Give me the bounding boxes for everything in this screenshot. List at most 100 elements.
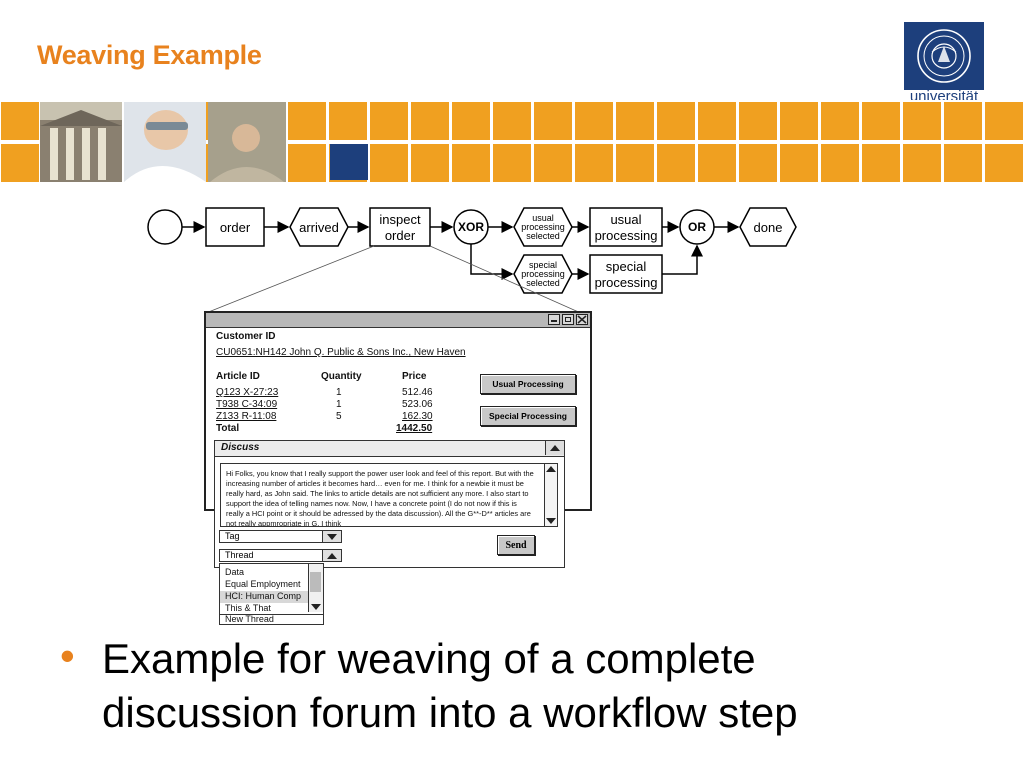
banner-tile (739, 144, 777, 182)
banner-tile (288, 102, 326, 140)
special-processing-button[interactable]: Special Processing (480, 406, 576, 426)
usual-proc-2: processing (595, 228, 658, 243)
special-sel-3: selected (526, 278, 560, 288)
banner-tile (370, 102, 408, 140)
usual-sel-2: processing (521, 222, 565, 232)
university-seal-icon (917, 29, 971, 83)
quantity-cell: 1 (336, 399, 342, 410)
arrived-label: arrived (299, 220, 339, 235)
price-cell: 523.06 (402, 399, 433, 410)
bullet-marker: • (60, 632, 75, 679)
banner-tile (944, 144, 982, 182)
banner-tile (985, 102, 1023, 140)
quantity-cell: 5 (336, 411, 342, 422)
article-link[interactable]: Q123 X-27:23 (216, 387, 279, 398)
tag-select[interactable]: Tag (219, 530, 342, 543)
customer-id-link[interactable]: CU0651:NH142 John Q. Public & Sons Inc.,… (216, 347, 466, 358)
thread-dropdown-icon[interactable] (322, 550, 341, 561)
banner-tile (370, 144, 408, 182)
thread-select[interactable]: Thread (219, 549, 342, 562)
special-proc-1: special (606, 259, 647, 274)
banner-tile (452, 144, 490, 182)
thread-option-selected[interactable]: HCI: Human Comp (225, 591, 302, 601)
price-cell: 512.46 (402, 387, 433, 398)
close-icon[interactable] (576, 314, 588, 325)
discuss-header[interactable]: Discuss (215, 441, 564, 457)
banner-tile (657, 102, 695, 140)
flow-special-or (662, 244, 703, 275)
article-link[interactable]: T938 C-34:09 (216, 399, 278, 410)
banner-tile (903, 102, 941, 140)
message-textarea[interactable]: Hi Folks, you know that I really support… (220, 463, 558, 527)
collapse-up-icon[interactable] (545, 441, 564, 455)
special-proc-2: processing (595, 275, 658, 290)
event-done (739, 207, 797, 247)
function-special-processing (589, 254, 663, 294)
article-link[interactable]: Z133 R-11:08 (216, 411, 277, 422)
event-usual-selected (513, 207, 573, 247)
thread-option[interactable]: Equal Employment (225, 579, 301, 589)
xor-connector (453, 209, 489, 245)
banner-tile (985, 144, 1023, 182)
thread-option[interactable]: This & That (225, 603, 271, 613)
banner-tile (534, 102, 572, 140)
banner-tile (616, 102, 654, 140)
tag-dropdown-icon[interactable] (322, 531, 341, 542)
maximize-icon[interactable] (562, 314, 574, 325)
send-button[interactable]: Send (497, 535, 535, 555)
scroll-down-icon[interactable] (546, 518, 556, 524)
message-text: Hi Folks, you know that I really support… (226, 469, 534, 527)
function-inspect-order (369, 207, 431, 247)
banner-tile (575, 144, 613, 182)
window-titlebar (206, 313, 590, 328)
event-arrived (289, 207, 349, 247)
zoom-line-left (205, 245, 375, 314)
thread-options-list[interactable]: Data Equal Employment HCI: Human Comp Th… (219, 563, 324, 625)
bullet-text: Example for weaving of a complete discus… (102, 635, 798, 736)
thread-select-label: Thread (225, 550, 254, 560)
message-scrollbar[interactable] (544, 464, 557, 526)
photo-scientist (124, 102, 206, 182)
quantity-cell: 1 (336, 387, 342, 398)
quantity-header: Quantity (321, 371, 362, 382)
thread-option[interactable]: Data (225, 567, 245, 577)
or-connector (679, 209, 715, 245)
special-sel-1: special (529, 260, 557, 270)
banner-tile (780, 102, 818, 140)
special-sel-2: processing (521, 269, 565, 279)
banner-tile (329, 102, 367, 140)
tag-select-label: Tag (225, 531, 240, 541)
banner-tile (739, 102, 777, 140)
banner-tile (903, 144, 941, 182)
banner-tile (493, 102, 531, 140)
banner-tile (411, 144, 449, 182)
usual-processing-button[interactable]: Usual Processing (480, 374, 576, 394)
photo-students (208, 102, 286, 182)
xor-label: XOR (458, 220, 484, 234)
banner-tile (1, 102, 39, 140)
usual-sel-1: usual (532, 213, 554, 223)
inspect-label-2: order (385, 228, 416, 243)
banner-tile (698, 144, 736, 182)
banner-tile (862, 144, 900, 182)
usual-sel-3: selected (526, 231, 560, 241)
scroll-up-icon[interactable] (546, 466, 556, 472)
usual-proc-1: usual (610, 212, 641, 227)
price-header: Price (402, 371, 427, 382)
banner-tile (575, 102, 613, 140)
banner-tile (780, 144, 818, 182)
minimize-icon[interactable] (548, 314, 560, 325)
thread-list-scrollbar[interactable] (308, 564, 323, 612)
header-banner (0, 100, 1024, 184)
function-order (205, 207, 265, 247)
thread-scroll-down-icon[interactable] (311, 604, 321, 610)
banner-tile (862, 102, 900, 140)
done-label: done (754, 220, 783, 235)
banner-tile (288, 144, 326, 182)
new-thread-option[interactable]: New Thread (225, 614, 274, 624)
banner-tile (821, 102, 859, 140)
banner-tile (534, 144, 572, 182)
start-event (147, 209, 183, 245)
discuss-panel: Discuss Hi Folks, you know that I really… (214, 440, 565, 568)
function-usual-processing (589, 207, 663, 247)
